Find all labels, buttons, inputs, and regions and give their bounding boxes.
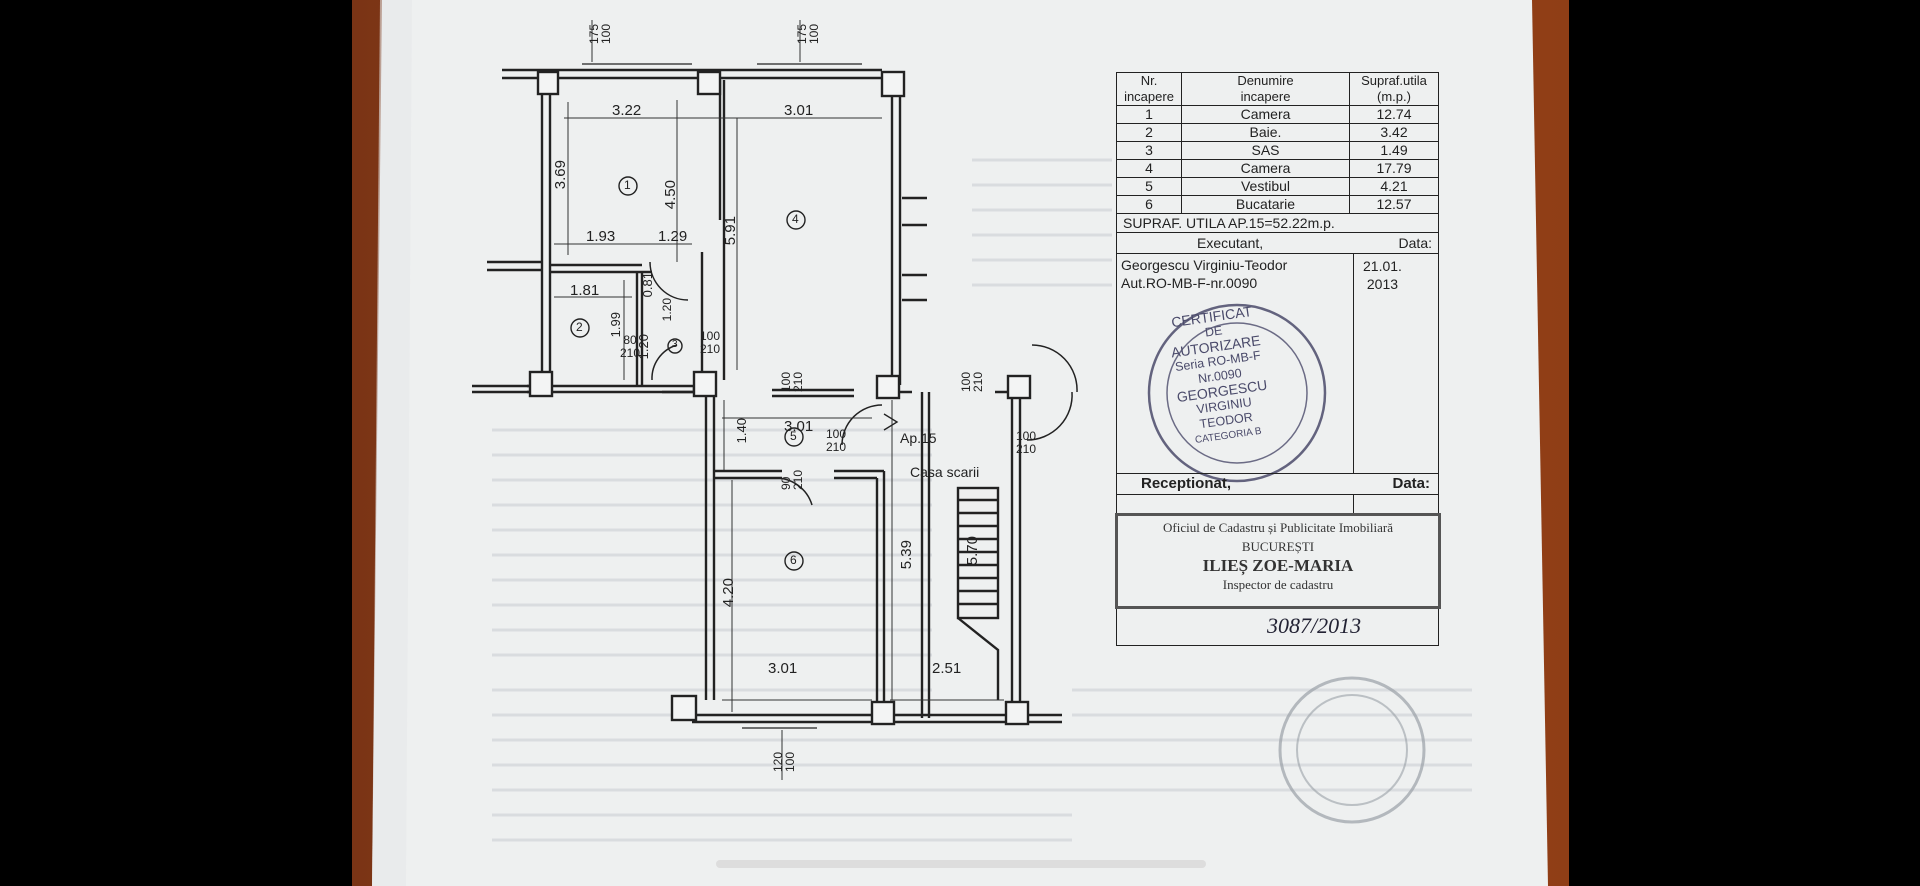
cell-nr: 4 (1116, 159, 1182, 178)
home-indicator[interactable] (716, 860, 1206, 868)
room-2-number: 2 (576, 320, 583, 334)
dim-stair-width: 2.51 (932, 660, 962, 677)
dim-room1-width: 3.22 (612, 102, 642, 119)
col-suprafata: Supraf.utila (m.p.) (1349, 72, 1439, 106)
dim-top-left-opening: 175 100 (587, 24, 613, 45)
dim-sas-1: 0.81 (640, 272, 655, 298)
dim-hall-width: 3.01 (784, 418, 814, 435)
stair-label: Casa scarii (910, 464, 980, 480)
door-90-label: 90 210 (779, 470, 805, 491)
cell-area: 12.74 (1349, 105, 1439, 124)
cell-nr: 3 (1116, 141, 1182, 160)
dim-sas-small: 1.20 (660, 298, 674, 322)
cell-area: 4.21 (1349, 177, 1439, 196)
door-100a-label: 100 210 (700, 329, 721, 356)
ocpi-stamp: Oficiul de Cadastru și Publicitate Imobi… (1115, 513, 1441, 609)
dim-kitchen-height: 4.20 (720, 578, 737, 608)
dim-room1-height: 3.69 (552, 160, 569, 190)
certificate-stamp-outer (1147, 303, 1327, 483)
executant-label: Executant, (1197, 235, 1264, 251)
cell-name: Baie. (1181, 123, 1350, 142)
col-denumire: Denumire incapere (1181, 72, 1350, 106)
faded-round-stamp (1278, 676, 1426, 824)
ocpi-line: Inspector de cadastru (1222, 577, 1334, 592)
dim-stair-height-2: 5.70 (964, 536, 981, 566)
cell-nr: 1 (1116, 105, 1182, 124)
room-1-number: 1 (624, 178, 631, 192)
rooms-table: Nr. incapere Denumire incapere Supraf.ut… (1116, 72, 1439, 214)
dim-bottom-opening: 120 100 (771, 752, 797, 773)
apartment-label: Ap.15 (900, 430, 937, 446)
certificate-stamp-text: CERTIFICAT DE AUTORIZARE Seria RO-MB-F N… (1146, 301, 1294, 453)
dim-hall-height: 1.40 (734, 418, 749, 444)
dim-right-low: 1.29 (658, 228, 688, 245)
cell-area: 17.79 (1349, 159, 1439, 178)
dim-top-right-opening: 175 100 (795, 24, 821, 45)
cell-name: Vestibul (1181, 177, 1350, 196)
dim-bath-width: 1.81 (570, 282, 600, 299)
ocpi-inspector-name: ILIEȘ ZOE-MARIA (1202, 556, 1354, 575)
total-area-summary: SUPRAF. UTILA AP.15=52.22m.p. (1116, 214, 1439, 233)
cell-nr: 5 (1116, 177, 1182, 196)
door-100e-label: 100 210 (1016, 429, 1037, 456)
handwritten-number: 3087/2013 (1267, 613, 1362, 638)
rooms-table-block: Nr. incapere Denumire incapere Supraf.ut… (1115, 72, 1441, 674)
cell-nr: 6 (1116, 195, 1182, 214)
dim-room4-height: 5.91 (722, 216, 739, 246)
cell-name: Camera (1181, 105, 1350, 124)
paper-sheet (372, 0, 1548, 886)
ocpi-box: Oficiul de Cadastru și Publicitate Imobi… (1115, 495, 1441, 646)
document-page: 175 100 175 100 3.22 3.01 3.69 4.50 5.91… (372, 0, 1552, 886)
ocpi-line: BUCUREȘTI (1241, 539, 1315, 554)
cell-name: Bucatarie (1181, 195, 1350, 214)
room-5-number: 5 (790, 429, 797, 443)
receptionat-date-label: Data: (1392, 475, 1430, 492)
cell-name: Camera (1181, 159, 1350, 178)
door-100c-label: 100 210 (959, 372, 985, 393)
cell-nr: 2 (1116, 123, 1182, 142)
receptionat-box: Receptionat, Data: (1116, 474, 1439, 495)
executant-authorization: Aut.RO-MB-F-nr.0090 (1121, 275, 1258, 291)
col-nr: Nr. incapere (1116, 72, 1182, 106)
room-4-number: 4 (792, 212, 799, 226)
dim-left-low: 1.93 (586, 228, 616, 245)
executant-box: Executant, Data: Georgescu Virginiu-Teod… (1116, 233, 1439, 474)
door-100d-label: 100 210 (826, 427, 847, 454)
floor-plan (472, 20, 1078, 780)
executant-date-label: Data: (1398, 235, 1432, 251)
bleed-through-text (492, 158, 1472, 842)
cell-name: SAS (1181, 141, 1350, 160)
executant-date: 21.01. 2013 (1363, 258, 1402, 292)
paper-svg (372, 0, 1548, 886)
door-80-label: 80 210 (620, 333, 641, 360)
room-6-number: 6 (790, 553, 797, 567)
dim-room4-width: 3.01 (784, 102, 814, 119)
receptionat-label: Receptionat, (1141, 475, 1232, 492)
cell-area: 3.42 (1349, 123, 1439, 142)
dim-kitchen-width: 3.01 (768, 660, 798, 677)
dim-stair-height: 5.39 (898, 540, 915, 570)
cell-area: 12.57 (1349, 195, 1439, 214)
dim-partition-height: 4.50 (662, 180, 679, 210)
executant-name: Georgescu Virginiu-Teodor (1121, 257, 1288, 273)
cell-area: 1.49 (1349, 141, 1439, 160)
door-100b-label: 100 210 (779, 372, 805, 393)
ocpi-line: Oficiul de Cadastru și Publicitate Imobi… (1163, 520, 1393, 535)
room-3-number: 3 (672, 339, 678, 350)
